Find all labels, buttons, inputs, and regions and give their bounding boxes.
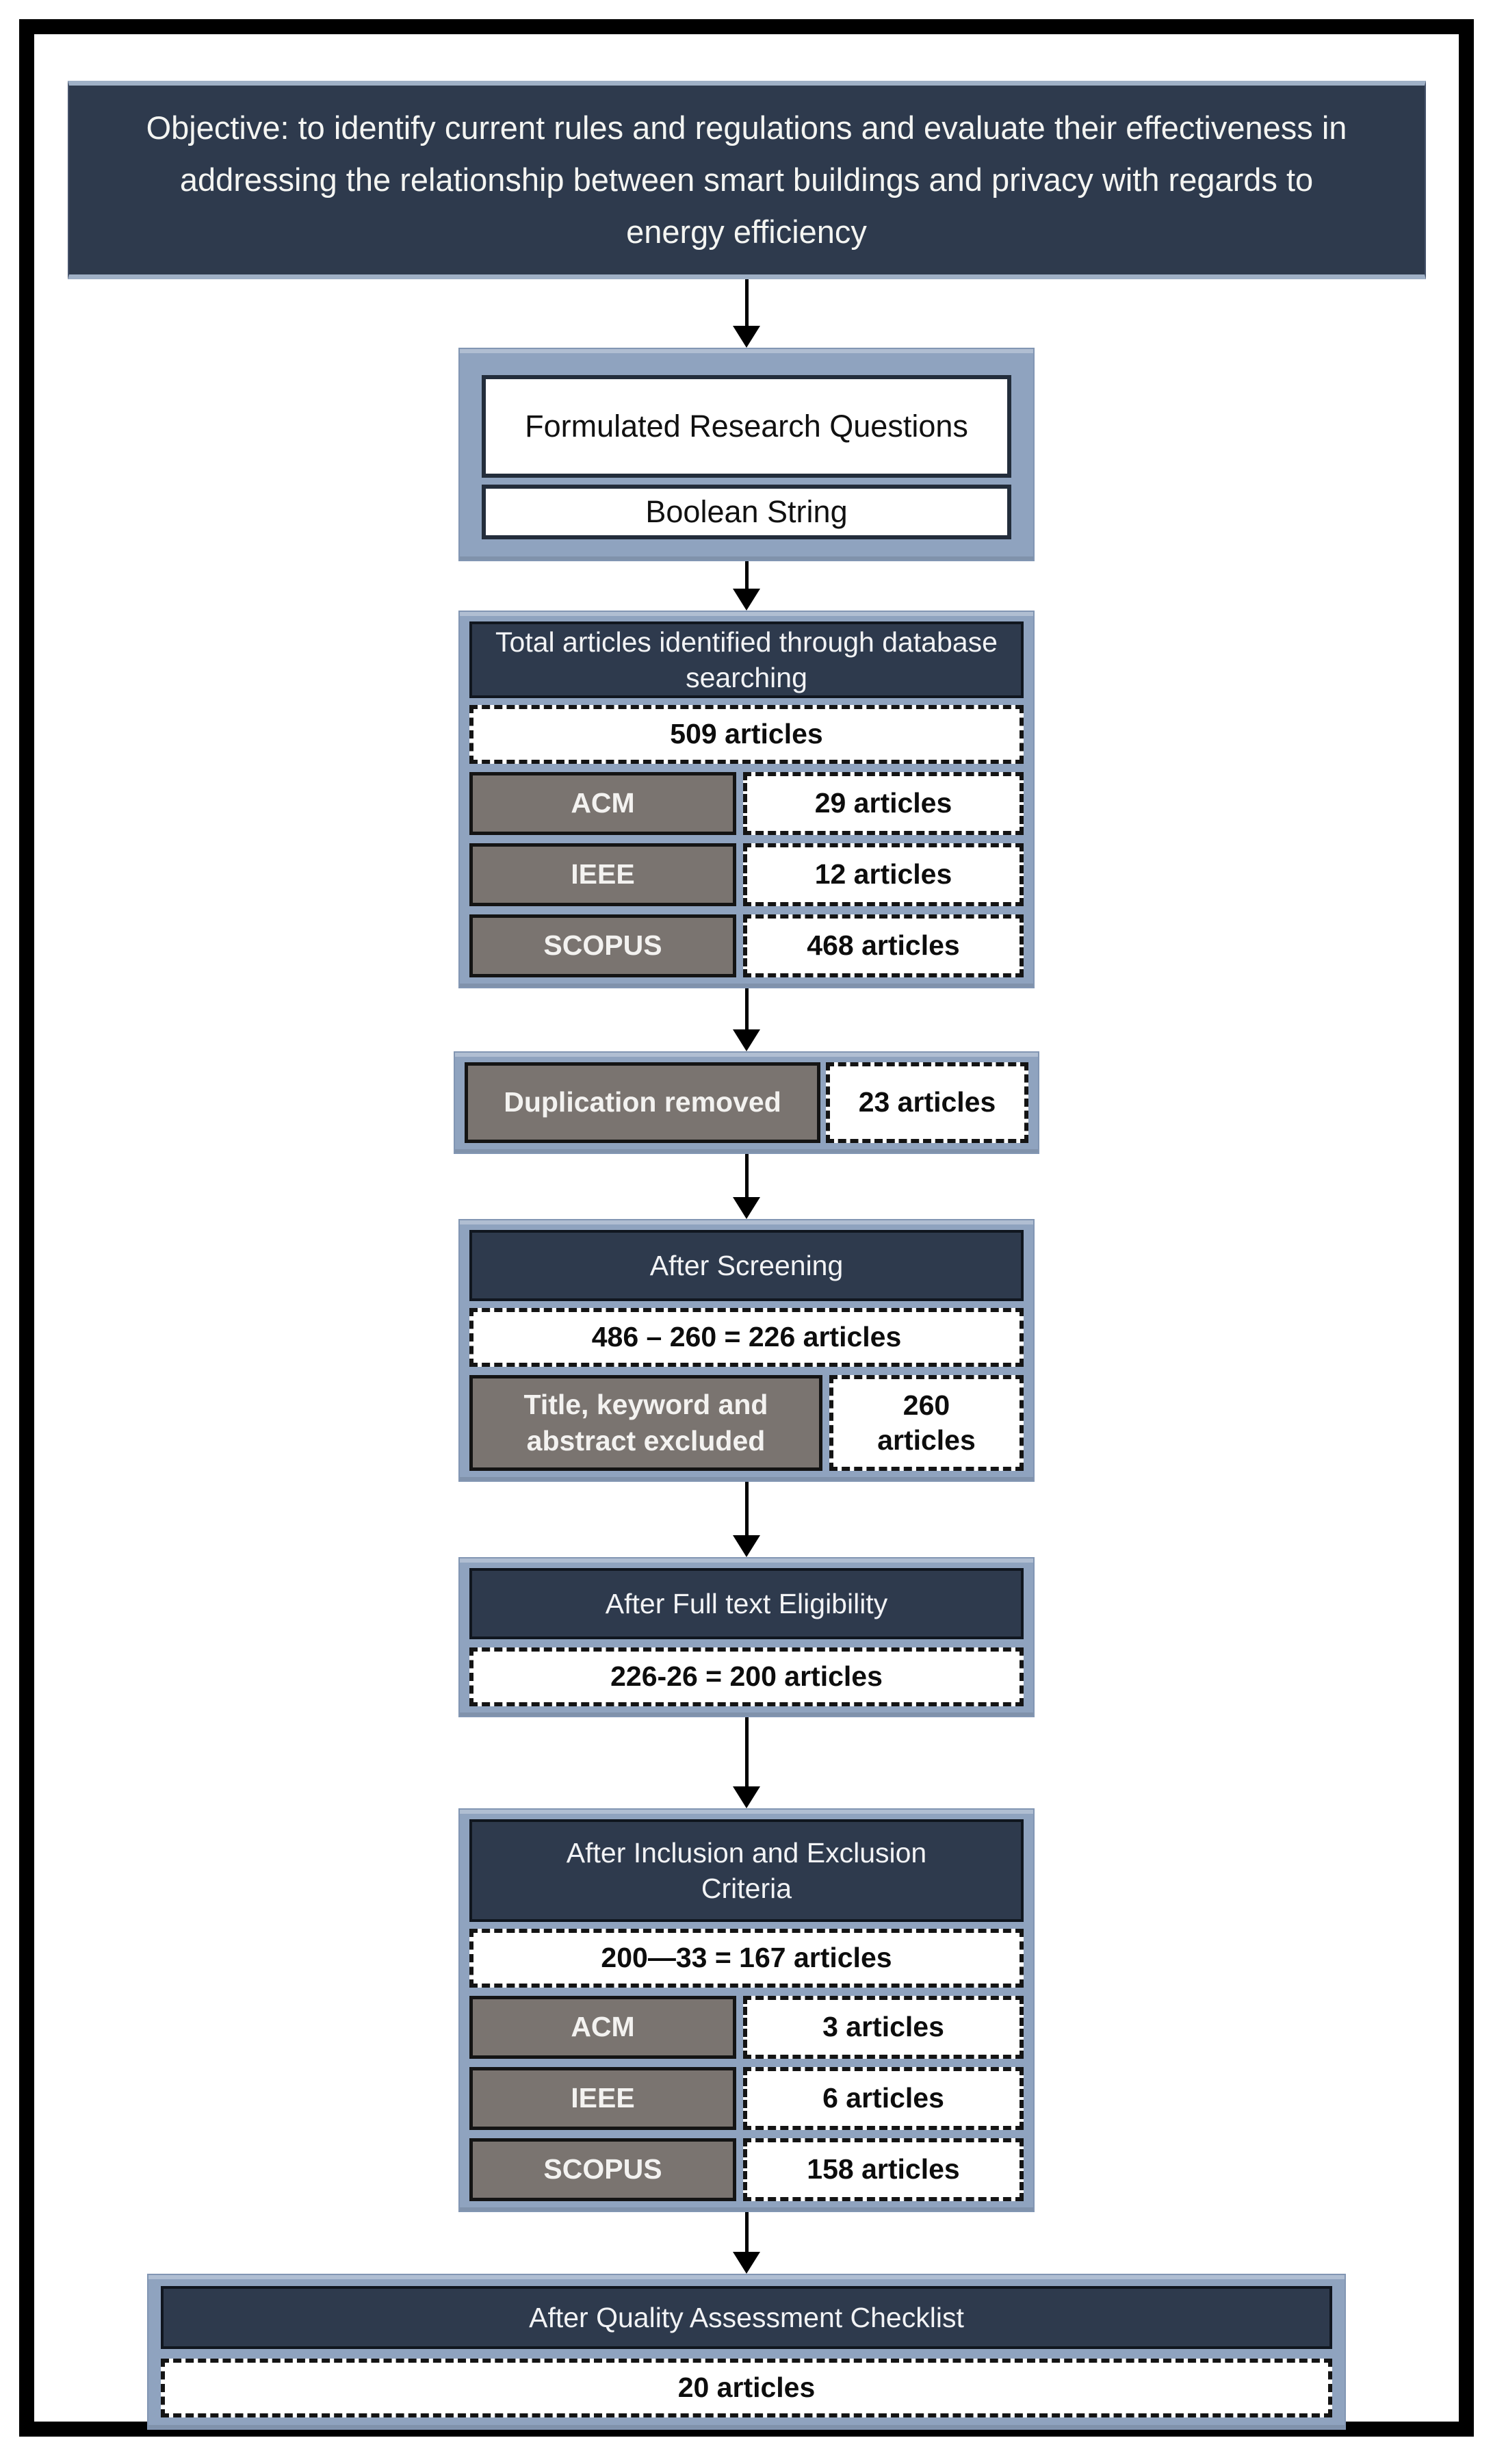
screening-total: 486 – 260 = 226 articles <box>469 1308 1024 1367</box>
research-questions-box: Formulated Research Questions Boolean St… <box>458 348 1035 561</box>
screening-excluded-count-box: 260 articles <box>829 1375 1024 1471</box>
down-arrow-icon <box>733 561 760 611</box>
criteria-source-box-ieee: IEEE <box>469 2067 736 2130</box>
quality-total-label: 20 articles <box>677 2372 816 2404</box>
count-label: 29 articles <box>814 787 952 819</box>
down-arrow-icon <box>733 279 760 348</box>
count-label: 158 articles <box>807 2153 960 2185</box>
fulltext-total: 226-26 = 200 articles <box>469 1647 1024 1706</box>
source-box-acm: ACM <box>469 772 736 835</box>
quality-box: After Quality Assessment Checklist 20 ar… <box>147 2274 1346 2430</box>
quality-total: 20 articles <box>161 2359 1332 2417</box>
duplication-label: Duplication removed <box>504 1086 781 1118</box>
down-arrow-icon <box>733 1717 760 1808</box>
duplication-count-box: 23 articles <box>826 1062 1028 1143</box>
criteria-count-box-acm: 3 articles <box>743 1996 1024 2059</box>
screening-header-label: After Screening <box>649 1249 844 1281</box>
outer-border-frame: Objective: to identify current rules and… <box>19 19 1474 2437</box>
count-label: 12 articles <box>814 858 952 890</box>
source-label: SCOPUS <box>543 929 662 962</box>
source-box-scopus: SCOPUS <box>469 914 736 977</box>
criteria-row-ieee: IEEE 6 articles <box>469 2067 1024 2130</box>
count-label: 6 articles <box>822 2082 944 2114</box>
fulltext-box: After Full text Eligibility 226-26 = 200… <box>458 1557 1035 1717</box>
source-label: IEEE <box>571 858 635 890</box>
formulated-questions-item: Formulated Research Questions <box>482 375 1011 478</box>
criteria-count-box-scopus: 158 articles <box>743 2138 1024 2201</box>
quality-header: After Quality Assessment Checklist <box>161 2286 1332 2349</box>
source-box-ieee: IEEE <box>469 843 736 906</box>
down-arrow-icon <box>733 1482 760 1557</box>
down-arrow-icon <box>733 988 760 1051</box>
criteria-count-box-ieee: 6 articles <box>743 2067 1024 2130</box>
identified-header: Total articles identified through databa… <box>469 621 1024 698</box>
down-arrow-icon <box>733 2212 760 2274</box>
criteria-header-label: After Inclusion and Exclusion Criteria <box>566 1836 927 1904</box>
criteria-row-scopus: SCOPUS 158 articles <box>469 2138 1024 2201</box>
duplication-box: Duplication removed 23 articles <box>454 1051 1039 1154</box>
screening-excluded-label: Title, keyword and abstract excluded <box>523 1388 768 1456</box>
screening-total-label: 486 – 260 = 226 articles <box>591 1321 902 1353</box>
screening-excluded-count-label: 260 articles <box>877 1389 976 1456</box>
fulltext-header: After Full text Eligibility <box>469 1568 1024 1639</box>
identified-total: 509 articles <box>469 705 1024 764</box>
count-box-scopus: 468 articles <box>743 914 1024 977</box>
count-label: 3 articles <box>822 2011 944 2043</box>
count-box-ieee: 12 articles <box>743 843 1024 906</box>
identified-header-label: Total articles identified through databa… <box>495 626 998 693</box>
source-label: SCOPUS <box>543 2153 662 2185</box>
objective-text: Objective: to identify current rules and… <box>146 109 1347 251</box>
source-row-scopus: SCOPUS 468 articles <box>469 914 1024 977</box>
source-row-ieee: IEEE 12 articles <box>469 843 1024 906</box>
criteria-header: After Inclusion and Exclusion Criteria <box>469 1819 1024 1922</box>
screening-box: After Screening 486 – 260 = 226 articles… <box>458 1219 1035 1482</box>
boolean-string-label: Boolean String <box>645 494 848 530</box>
identified-box: Total articles identified through databa… <box>458 611 1035 988</box>
source-label: IEEE <box>571 2082 635 2114</box>
screening-excluded-row: Title, keyword and abstract excluded 260… <box>469 1375 1024 1471</box>
duplication-label-box: Duplication removed <box>465 1062 820 1143</box>
criteria-source-box-acm: ACM <box>469 1996 736 2059</box>
source-row-acm: ACM 29 articles <box>469 772 1024 835</box>
screening-header: After Screening <box>469 1230 1024 1301</box>
duplication-count-label: 23 articles <box>858 1086 996 1118</box>
quality-header-label: After Quality Assessment Checklist <box>529 2301 964 2333</box>
source-label: ACM <box>571 2011 635 2043</box>
fulltext-header-label: After Full text Eligibility <box>605 1587 888 1619</box>
objective-box: Objective: to identify current rules and… <box>67 81 1426 279</box>
identified-total-label: 509 articles <box>670 718 823 750</box>
criteria-total-label: 200—33 = 167 articles <box>601 1942 892 1974</box>
boolean-string-item: Boolean String <box>482 485 1011 539</box>
criteria-total: 200—33 = 167 articles <box>469 1929 1024 1988</box>
source-label: ACM <box>571 787 635 819</box>
duplication-row: Duplication removed 23 articles <box>465 1062 1028 1143</box>
count-label: 468 articles <box>807 929 960 962</box>
criteria-box: After Inclusion and Exclusion Criteria 2… <box>458 1808 1035 2212</box>
screening-excluded-box: Title, keyword and abstract excluded <box>469 1375 822 1471</box>
formulated-questions-label: Formulated Research Questions <box>525 409 968 444</box>
down-arrow-icon <box>733 1154 760 1219</box>
fulltext-total-label: 226-26 = 200 articles <box>610 1660 883 1693</box>
criteria-source-box-scopus: SCOPUS <box>469 2138 736 2201</box>
criteria-row-acm: ACM 3 articles <box>469 1996 1024 2059</box>
count-box-acm: 29 articles <box>743 772 1024 835</box>
